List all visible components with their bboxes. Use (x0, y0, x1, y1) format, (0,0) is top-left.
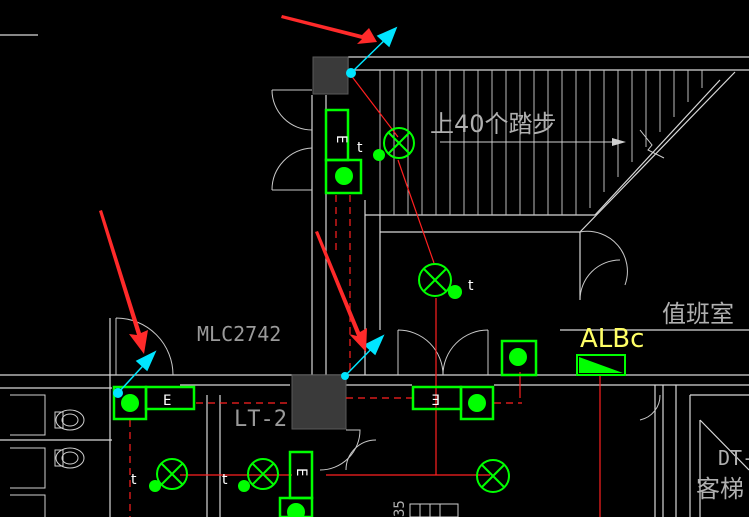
dt-code-label: DT- (718, 446, 749, 470)
lamp-symbol-middle (418, 263, 452, 297)
lamp-symbol-bottom-mid (247, 458, 279, 490)
switch-dot (149, 480, 161, 492)
equipment-dot (468, 394, 486, 412)
equipment-left-unit (112, 385, 196, 421)
red-arrow-center (315, 231, 367, 352)
equipment-dot (121, 394, 139, 412)
equipment-center-unit (411, 385, 495, 421)
switch-dot (373, 149, 385, 161)
t-mark-label: t (468, 278, 474, 294)
e-mark-label: E (293, 468, 309, 476)
alarm-label: ALBc (580, 324, 644, 354)
switch-dot (238, 480, 250, 492)
t-mark-label: t (357, 140, 363, 156)
e-mark-label: E (163, 393, 171, 409)
elevator-label: 客梯 (696, 475, 744, 503)
lt-code-label: LT-2 (234, 407, 287, 432)
equipment-top-unit (324, 108, 363, 195)
switch-dot (448, 285, 462, 299)
lamp-symbol-top (383, 127, 415, 159)
equipment-box (500, 339, 538, 377)
equipment-dot (287, 503, 305, 517)
equipment-bottom-unit (278, 450, 314, 517)
partial-equipment (409, 503, 459, 517)
e-mark-label: E (432, 393, 440, 409)
duty-room-label: 值班室 (662, 300, 734, 328)
stairs-label: 上40个踏步 (430, 110, 557, 138)
equipment-dot (335, 167, 353, 185)
lamp-symbol-bottom-right (476, 459, 510, 493)
lamp-symbol-bottom-left (156, 458, 188, 490)
cyan-sensor-arrows (117, 26, 398, 394)
red-arrow-left (99, 210, 148, 354)
cyan-sensor-dot (346, 68, 356, 78)
t-mark-label: t (222, 472, 228, 488)
stair-direction-arrow (440, 129, 665, 159)
alarm-signboard (576, 354, 626, 376)
wiring-lines (180, 73, 601, 517)
wall-lines (0, 34, 749, 517)
pipe-shaft-center (291, 374, 347, 430)
partial-number-label: 35 (392, 500, 408, 517)
t-mark-label: t (131, 472, 137, 488)
cyan-sensor-dot (113, 388, 123, 398)
door-code-label: MLC2742 (197, 322, 281, 346)
door-swings (115, 89, 661, 471)
red-arrow-top (281, 15, 377, 44)
red-annotation-arrows (99, 15, 377, 354)
pipe-shaft-top (312, 56, 349, 95)
cyan-sensor-dot (341, 372, 349, 380)
toilet-fixtures (10, 394, 85, 517)
equipment-dot (509, 348, 527, 366)
e-mark-label: E (333, 135, 349, 143)
